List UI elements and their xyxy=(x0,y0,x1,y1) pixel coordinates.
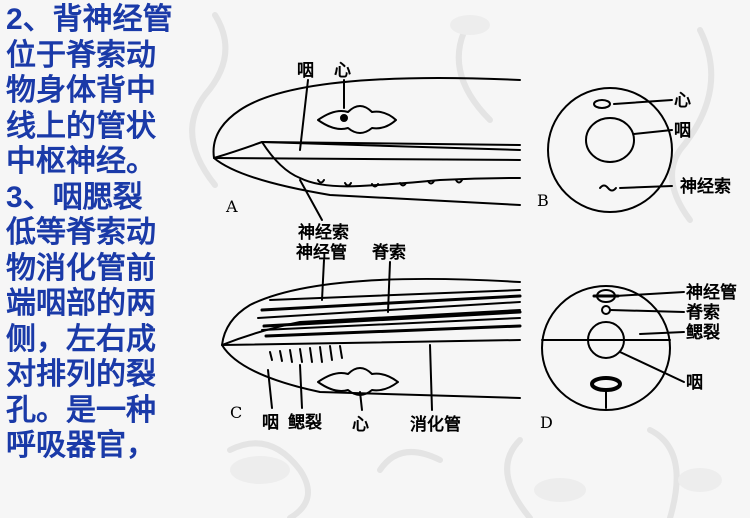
diagram-c-gill-slit-pointer xyxy=(299,364,303,409)
diagram-a-letter: A xyxy=(225,197,238,216)
diagram-c-gut-pointer xyxy=(429,344,433,411)
diagram-a xyxy=(212,77,521,221)
diagram-c-label-neural-tube: 神经管 xyxy=(296,242,347,263)
diagram-c-neural-tube-pointer xyxy=(321,259,325,301)
diagram-b-label-heart: 心 xyxy=(674,91,691,111)
diagram-a-label-pharynx: 咽 xyxy=(297,61,314,81)
diagram-c-label-pharynx: 咽 xyxy=(262,413,279,433)
diagram-d-neural-tube-pointer xyxy=(614,291,685,297)
diagram-d-label-pharynx: 咽 xyxy=(686,373,703,393)
text-line-12: 孔。是一种 xyxy=(6,392,156,428)
diagram-a-inner-line xyxy=(261,141,521,146)
diagram-d-label-gill-slits: 鳃裂 xyxy=(686,322,720,343)
text-line-6: 3、咽腮裂 xyxy=(6,180,196,216)
diagram-a-midline xyxy=(213,157,521,161)
text-line-2: 位于脊索动 xyxy=(6,37,156,73)
diagram-d-pharynx-pointer xyxy=(619,351,685,383)
diagram-a-body-outline xyxy=(212,77,521,206)
diagram-b-label-pharynx: 咽 xyxy=(674,121,691,141)
diagram-c-pharynx-pointer xyxy=(267,369,273,409)
point-title-gill-slits: 、咽腮裂 xyxy=(22,179,143,215)
text-column: 2、背神经管 位于脊索动 物身体背中 线上的管状 中枢神经。 3、咽腮裂 低等脊… xyxy=(6,2,196,464)
point-number-3: 3 xyxy=(6,180,23,214)
diagram-d-label-neural-tube: 神经管 xyxy=(686,282,737,303)
diagram-c-label-heart: 心 xyxy=(352,415,369,435)
diagram-b-nerve-cord xyxy=(599,184,617,192)
text-line-10: 侧，左右成 xyxy=(6,321,156,357)
diagram-b xyxy=(547,87,673,213)
diagram-d-letter: D xyxy=(540,413,553,432)
point-number-2: 2 xyxy=(6,3,23,36)
diagram-a-nerve-cord-pointer xyxy=(299,179,323,221)
diagram-c-label-notochord: 脊索 xyxy=(371,242,406,263)
diagram-a-label-nerve-cord: 神经索 xyxy=(298,222,349,243)
point-title-dorsal-nerve-cord: 、背神经管 xyxy=(22,2,173,37)
diagram-b-body-outline xyxy=(547,87,673,213)
diagram-d-heart xyxy=(590,376,622,392)
diagram-c-bold-lines xyxy=(260,294,522,338)
diagram-b-heart xyxy=(593,99,611,109)
text-line-5: 中枢神经。 xyxy=(6,144,156,179)
diagram-a-pharynx-pointer xyxy=(299,79,309,151)
diagram-c-heart xyxy=(317,367,399,396)
diagram-c-gut-line xyxy=(261,317,521,331)
diagram-c-body-outline xyxy=(221,277,521,399)
text-line-9: 端咽部的两 xyxy=(6,286,156,321)
diagram-d-label-notochord: 脊索 xyxy=(685,302,720,323)
diagram-c-midline xyxy=(221,339,521,346)
diagram-d-notochord-pointer xyxy=(609,309,685,313)
text-line-7: 低等脊索动 xyxy=(6,215,156,250)
diagram-d-pharynx xyxy=(587,321,625,359)
diagram-c-heart-pointer xyxy=(359,391,363,411)
diagram-d xyxy=(541,285,685,411)
text-line-8: 物消化管前 xyxy=(6,250,156,286)
diagram-d-body-outline xyxy=(541,285,671,411)
diagram-a-heart-dot xyxy=(340,114,348,122)
diagram-b-heart-pointer xyxy=(613,99,673,105)
diagram-b-pharynx xyxy=(585,117,635,163)
text-line-11: 对排列的裂 xyxy=(6,357,156,392)
text-line-3: 物身体背中 xyxy=(6,73,156,108)
diagram-b-nerve-cord-pointer xyxy=(619,185,673,189)
diagram-b-label-nerve-cord: 神经索 xyxy=(680,176,731,197)
diagram-c-letter: C xyxy=(230,403,242,422)
diagram-b-letter: B xyxy=(537,191,549,210)
diagram-d-notochord xyxy=(601,305,611,315)
diagram-c-gill-slits xyxy=(269,345,343,363)
diagram-c-neural-tube xyxy=(269,289,521,301)
diagram-c-label-gut: 消化管 xyxy=(410,414,461,435)
text-line-4: 线上的管状 xyxy=(6,108,156,144)
diagram-d-gill-slit-pointer xyxy=(639,331,685,335)
diagram-a-label-heart: 心 xyxy=(334,61,351,81)
diagram-a-heart xyxy=(317,105,397,134)
text-line-1: 2、背神经管 xyxy=(6,2,196,38)
text-line-13: 呼吸器官， xyxy=(6,428,156,463)
diagram-a-nerve-cord xyxy=(261,141,521,188)
diagram-b-pharynx-pointer xyxy=(633,129,673,135)
diagram-c-label-gill-slits: 鳃裂 xyxy=(288,412,322,433)
diagram-a-ganglia xyxy=(317,179,463,188)
